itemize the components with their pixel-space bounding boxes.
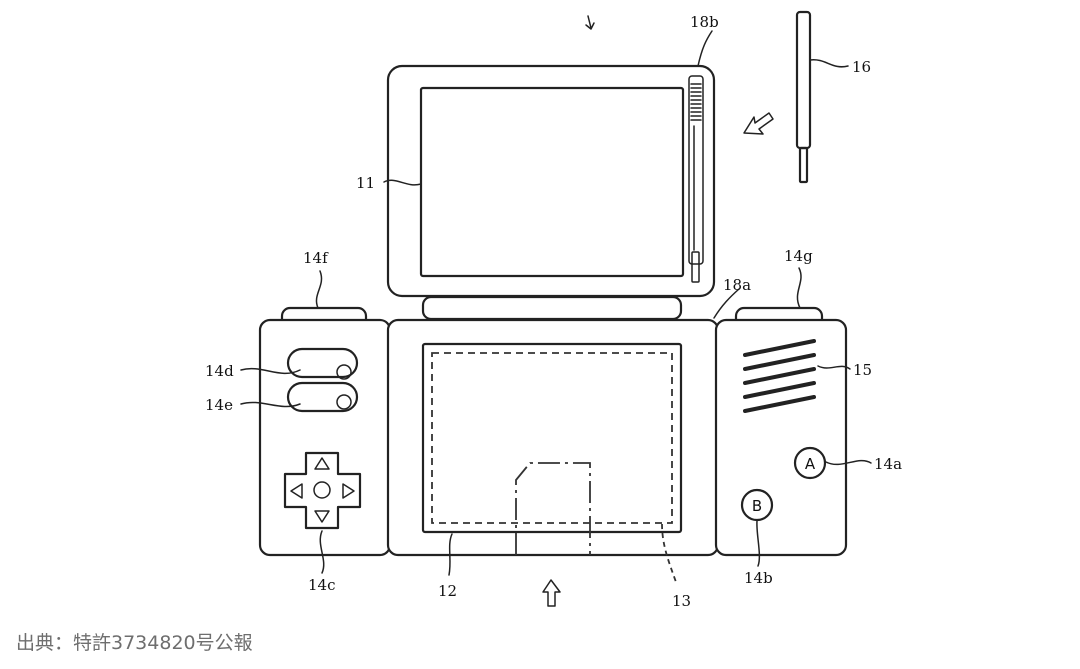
label-dpad: 14c: [308, 576, 336, 594]
stylus-icon: [795, 10, 812, 184]
label-r-button: 14g: [784, 247, 813, 265]
left-section: [258, 318, 392, 557]
hinge: [421, 295, 683, 321]
stored-stylus: [688, 75, 704, 283]
dpad-icon: [283, 451, 362, 530]
label-button-b: 14b: [744, 569, 773, 587]
svg-text:A: A: [805, 455, 816, 473]
label-button-a: 14a: [874, 455, 902, 473]
arrow-diagonal-icon: [743, 112, 774, 135]
label-speaker: 15: [853, 361, 872, 379]
arrow-down-icon: [585, 15, 595, 30]
leader-lines: [240, 30, 872, 583]
label-touch-panel: 13: [672, 592, 691, 610]
arrow-up-icon: [542, 579, 561, 607]
button-b: B: [740, 488, 774, 522]
speaker-grille-icon: [743, 339, 816, 413]
lower-housing: [386, 318, 720, 557]
start-button: [286, 347, 359, 380]
upper-housing: [386, 64, 716, 298]
stylus-insertion-path: [515, 462, 591, 555]
label-l-button: 14f: [303, 249, 329, 267]
lower-screen: [421, 342, 683, 534]
upper-screen: [419, 86, 685, 278]
label-start-button: 14d: [205, 362, 234, 380]
label-lower-screen: 12: [438, 582, 457, 600]
source-caption: 出典：特許3734820号公報: [16, 632, 253, 654]
svg-text:B: B: [752, 497, 762, 515]
label-select-button: 14e: [205, 396, 233, 414]
touch-panel: [431, 352, 673, 524]
button-a: A: [793, 446, 827, 480]
select-button: [286, 381, 359, 413]
label-upper-housing: 18b: [690, 13, 719, 31]
right-section: A B: [714, 318, 848, 557]
label-lower-housing: 18a: [723, 276, 751, 294]
label-upper-screen: 11: [356, 174, 375, 192]
label-stylus: 16: [852, 58, 871, 76]
